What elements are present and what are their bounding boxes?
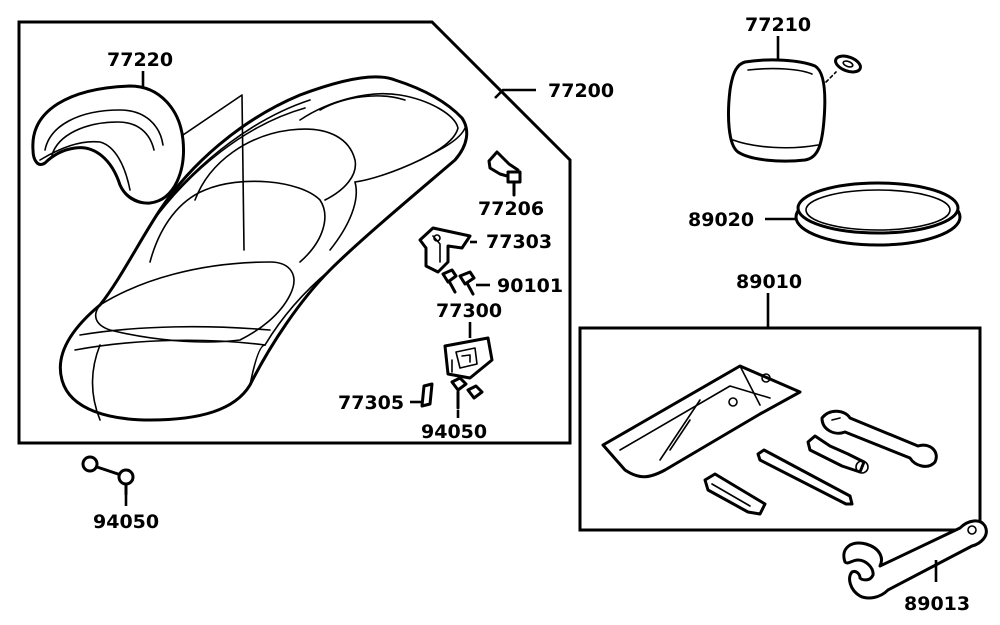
- leader-lines: [124, 36, 938, 582]
- label-77206: 77206: [478, 198, 544, 220]
- label-77303: 77303: [486, 231, 552, 253]
- screwdriver-bit: [756, 448, 854, 506]
- seat-latch: [443, 336, 494, 380]
- label-77200: 77200: [548, 80, 614, 102]
- label-90101: 90101: [497, 275, 563, 297]
- seat-assembly-frame: [17, 20, 572, 445]
- tool-bag: [601, 364, 802, 479]
- main-seat: [58, 75, 469, 422]
- label-77305: 77305: [338, 392, 404, 414]
- backrest-pad: [727, 54, 862, 163]
- screws-90101: [441, 268, 476, 296]
- backrest-cushion: [31, 84, 185, 205]
- label-94050-outer: 94050: [93, 511, 159, 533]
- tool-kit-frame: [578, 326, 982, 532]
- clip-77305: [420, 382, 434, 408]
- bracket-77206: [487, 150, 522, 197]
- label-77210: 77210: [745, 14, 811, 36]
- bolts-94050-inner: [450, 376, 484, 410]
- wrench: [820, 409, 938, 468]
- hook-spanner: [842, 519, 988, 600]
- label-89010: 89010: [736, 271, 802, 293]
- label-89020: 89020: [688, 209, 754, 231]
- label-94050-inner: 94050: [421, 421, 487, 443]
- bolt-link-94050: [81, 455, 135, 496]
- hinge-bracket: [418, 226, 472, 274]
- screwdriver-handle: [703, 472, 767, 516]
- label-77300: 77300: [436, 300, 502, 322]
- label-89013: 89013: [904, 593, 970, 615]
- storage-band: [794, 181, 962, 247]
- label-77220: 77220: [107, 49, 173, 71]
- spark-plug-socket: [806, 434, 869, 474]
- backrest-mount-line: [182, 94, 245, 251]
